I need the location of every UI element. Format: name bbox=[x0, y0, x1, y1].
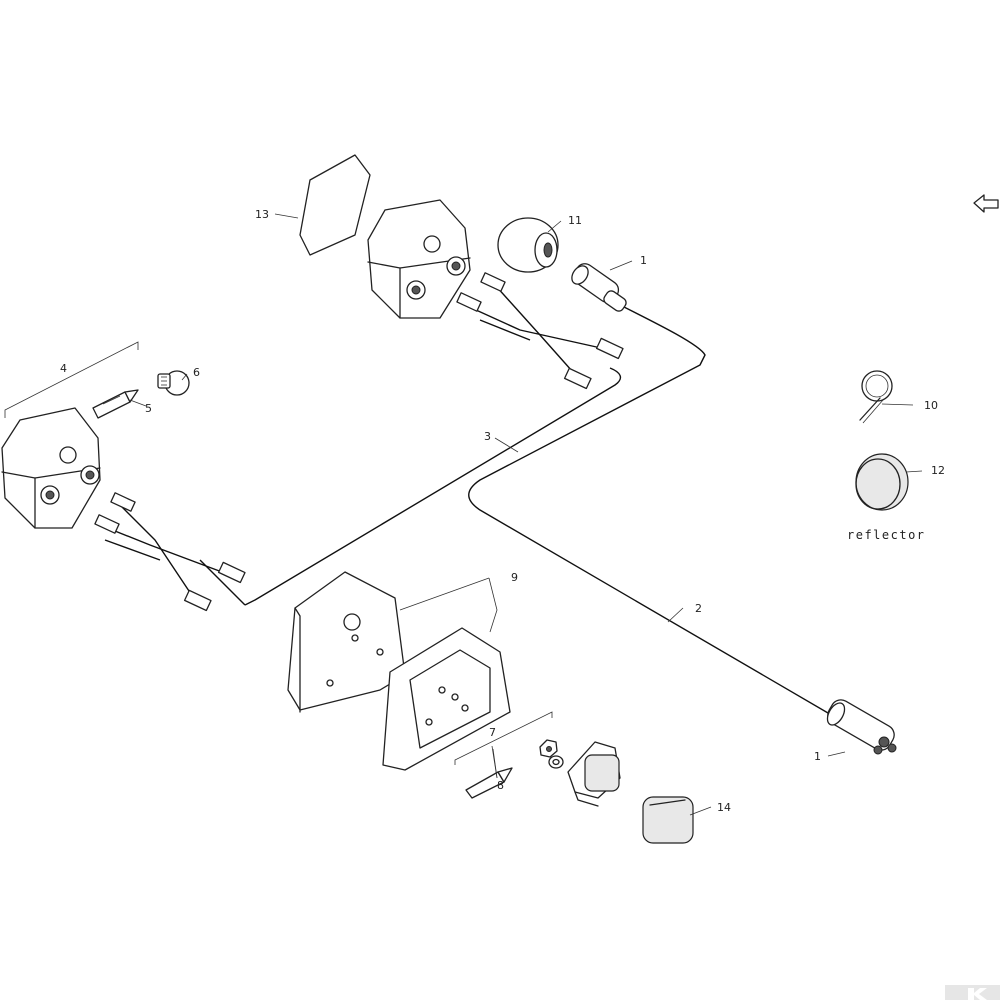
back-arrow-icon[interactable] bbox=[973, 194, 999, 213]
callout-6: 6 bbox=[193, 366, 200, 379]
callout-11: 11 bbox=[568, 214, 582, 227]
callout-8: 8 bbox=[497, 779, 504, 792]
cable-branch bbox=[244, 367, 622, 606]
plate-lamp bbox=[567, 741, 621, 807]
hex-nut bbox=[539, 739, 558, 758]
callout-2: 2 bbox=[695, 602, 702, 615]
callout-14: 14 bbox=[717, 801, 731, 814]
callout-9: 9 bbox=[511, 571, 518, 584]
lens-cover bbox=[299, 154, 371, 256]
plate-lamp-lens bbox=[642, 796, 694, 844]
lamp-leads-right bbox=[456, 272, 624, 390]
plug-connector-bottom bbox=[826, 699, 897, 755]
callout-1-bottom: 1 bbox=[814, 750, 821, 763]
callout-13: 13 bbox=[255, 208, 269, 221]
reflector-caption: reflector bbox=[847, 528, 926, 542]
callout-10: 10 bbox=[924, 399, 938, 412]
callout-3: 3 bbox=[484, 430, 491, 443]
leader-lines bbox=[129, 213, 923, 816]
ball-bulb bbox=[157, 370, 190, 396]
rear-lamp-left bbox=[1, 407, 101, 529]
washer bbox=[548, 755, 564, 769]
callout-5: 5 bbox=[145, 402, 152, 415]
festoon-bulb-small bbox=[465, 767, 513, 799]
plug-connector-top bbox=[571, 263, 627, 312]
cable-clip bbox=[859, 370, 893, 424]
cable-left-lamp bbox=[199, 559, 246, 606]
brand-logo bbox=[945, 985, 1000, 1000]
cable-main bbox=[468, 304, 841, 721]
callout-12: 12 bbox=[931, 464, 945, 477]
lamp-cap bbox=[497, 217, 559, 273]
mounting-bracket-u bbox=[382, 627, 511, 771]
callout-7: 7 bbox=[489, 726, 496, 739]
callout-1-top: 1 bbox=[640, 254, 647, 267]
rear-lamp-right bbox=[367, 199, 471, 319]
festoon-bulb bbox=[92, 389, 139, 419]
lamp-leads-left bbox=[94, 492, 246, 612]
mounting-bracket-flat bbox=[287, 571, 406, 713]
kit-bracket-4 bbox=[4, 341, 139, 418]
callout-4: 4 bbox=[60, 362, 67, 375]
reflector-disc bbox=[855, 453, 909, 511]
kit-bracket-7 bbox=[454, 711, 553, 765]
